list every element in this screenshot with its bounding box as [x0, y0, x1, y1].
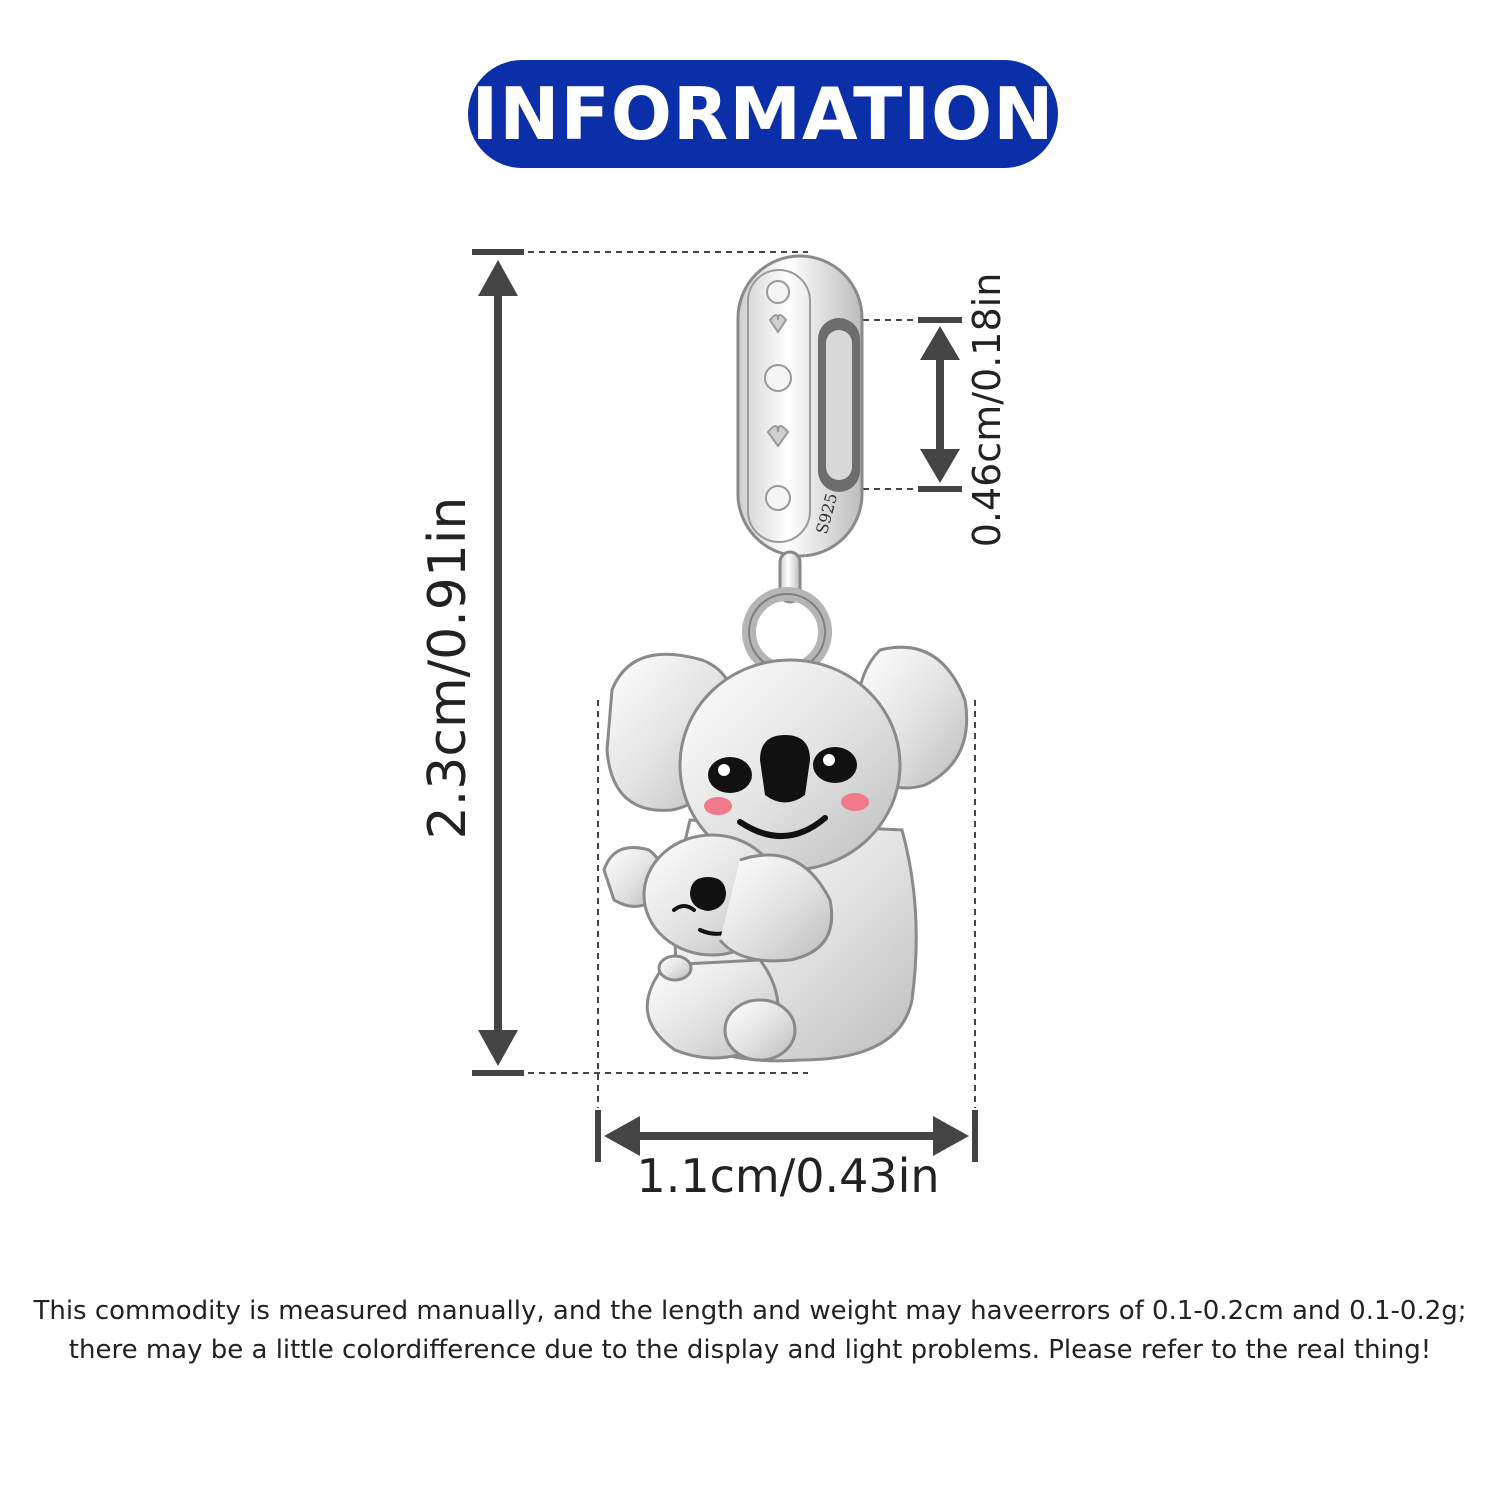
gem-icon [764, 364, 792, 392]
koala-eye-icon [708, 757, 752, 793]
heart-icon [768, 314, 788, 334]
koala-mouth [737, 815, 828, 839]
height-dimension [472, 249, 808, 1076]
koala-arm [718, 853, 834, 963]
koala-charm [602, 645, 969, 1063]
header-pill: INFORMATION [468, 60, 1058, 168]
bail-ring: S925 [736, 254, 864, 558]
height-label: 2.3cm/0.91in [418, 497, 478, 840]
gem-icon [766, 280, 790, 304]
hole-label: 0.46cm/0.18in [965, 273, 1009, 548]
koala-nose-icon [760, 735, 810, 803]
disclaimer-line-2: there may be a little colordifference du… [68, 1335, 1432, 1365]
baby-koala-nose-icon [690, 877, 726, 911]
koala-eye-icon [813, 747, 857, 783]
disclaimer-line-1: This commodity is measured manually, and… [33, 1296, 1467, 1326]
hole-dimension [852, 317, 962, 492]
header-title: INFORMATION [471, 72, 1055, 156]
width-dimension [595, 700, 978, 1162]
heart-icon [766, 425, 790, 448]
gem-icon [765, 485, 791, 511]
connector-loop [742, 550, 832, 677]
width-label: 1.1cm/0.43in [636, 1149, 939, 1203]
koala-foot [723, 998, 797, 1062]
koala-blush [841, 793, 869, 811]
disclaimer: This commodity is measured manually, and… [0, 1292, 1500, 1370]
koala-blush [704, 797, 732, 815]
